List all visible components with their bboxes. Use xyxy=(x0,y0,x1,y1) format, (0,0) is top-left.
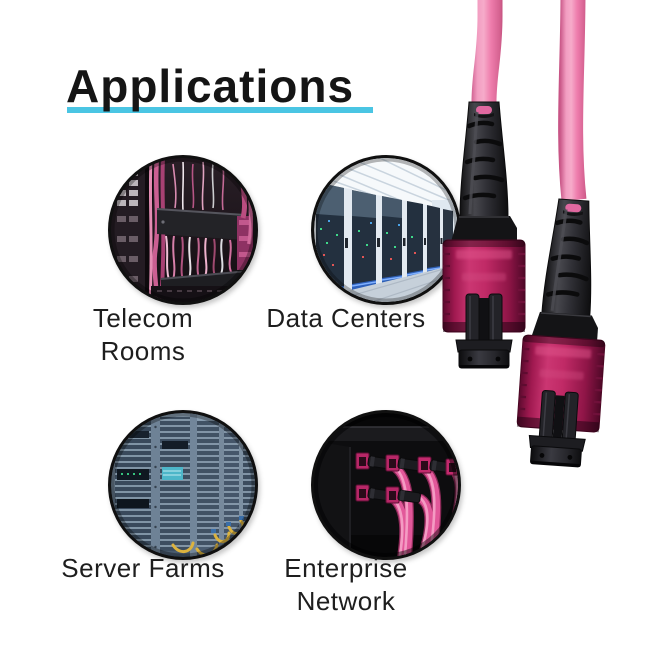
server-farms-label: Server Farms xyxy=(61,553,225,583)
server-farm-image xyxy=(111,413,255,557)
data-centers-photo xyxy=(311,155,461,305)
telecom-room-image xyxy=(111,158,255,302)
telecom-rooms-photo xyxy=(108,155,258,305)
fiber-cable-left xyxy=(471,0,503,103)
enterprise-network-photo xyxy=(311,410,461,560)
mpo-fiber-patch-cable-photo xyxy=(420,0,650,480)
page-title: Applications xyxy=(66,60,355,112)
data-centers-label: Data Centers xyxy=(266,303,426,333)
fiber-cable-right xyxy=(558,0,587,202)
enterprise-network-label: Enterprise Network xyxy=(284,553,408,616)
pink-fiber-cables-image xyxy=(314,413,458,557)
server-farms-photo xyxy=(108,410,258,560)
telecom-rooms-label: Telecom Rooms xyxy=(92,303,194,366)
title-underline xyxy=(67,107,373,113)
